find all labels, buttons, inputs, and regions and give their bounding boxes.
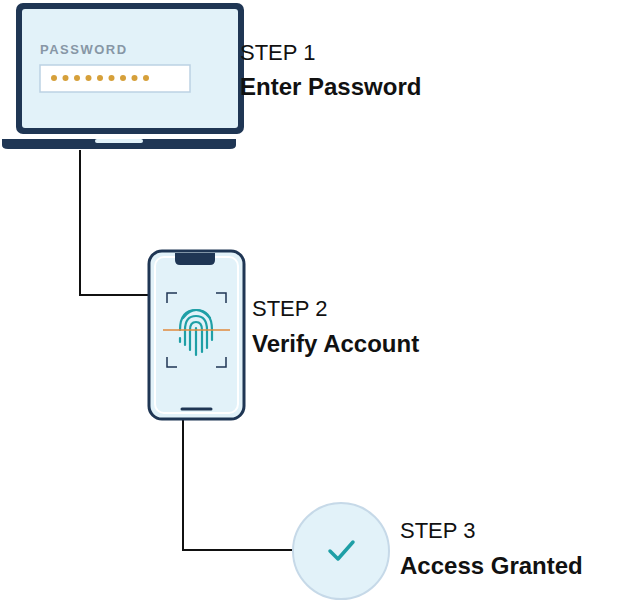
connector-line	[80, 150, 148, 295]
step-node: STEP 2 Verify Account	[148, 250, 460, 420]
step-node: STEP 3 Access Granted	[293, 500, 613, 600]
connector-line	[183, 420, 293, 550]
check-illustration	[293, 503, 389, 599]
step-number: STEP 1	[240, 40, 315, 65]
step-node: PASSWORD STEP 1 Enter Password	[0, 0, 460, 150]
step-number: STEP 2	[252, 296, 327, 321]
phone-illustration	[149, 251, 244, 419]
fingerprint-icon	[180, 310, 212, 355]
field-label: PASSWORD	[40, 43, 128, 58]
step-title: Verify Account	[252, 330, 419, 358]
step-title: Access Granted	[400, 552, 583, 580]
step-number: STEP 3	[400, 518, 475, 543]
laptop-illustration	[2, 3, 244, 149]
step-title: Enter Password	[240, 73, 421, 101]
